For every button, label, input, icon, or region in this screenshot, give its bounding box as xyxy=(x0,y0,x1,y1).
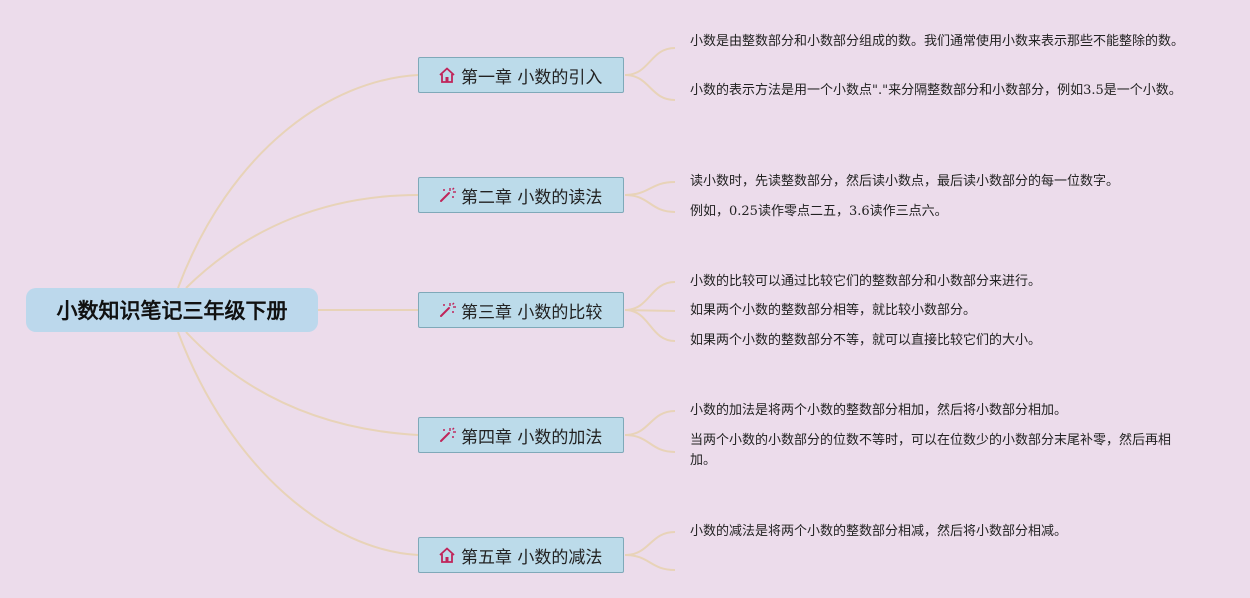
chapter-title: 第一章 小数的引入 xyxy=(461,67,603,88)
note-link xyxy=(624,531,676,556)
note-link xyxy=(624,554,676,571)
note-link xyxy=(624,281,676,311)
magic-wand-icon xyxy=(437,185,457,205)
note-link xyxy=(624,74,676,101)
note-text: 小数的表示方法是用一个小数点"."来分隔整数部分和小数部分，例如3.5是一个小数… xyxy=(690,83,1182,98)
note-text: 读小数时，先读整数部分，然后读小数点，最后读小数部分的每一位数字。 xyxy=(690,174,1120,189)
root-link-4 xyxy=(185,331,419,436)
chapter-3-node[interactable]: 第三章 小数的比较 xyxy=(418,292,624,328)
magic-wand-icon xyxy=(437,300,457,320)
chapter-1-node[interactable]: 第一章 小数的引入 xyxy=(418,57,624,93)
magic-wand-icon xyxy=(437,425,457,445)
chapter-title: 第四章 小数的加法 xyxy=(461,427,603,448)
chapter-5-node[interactable]: 第五章 小数的减法 xyxy=(418,537,624,573)
house-icon xyxy=(437,65,457,85)
chapter-title: 第二章 小数的读法 xyxy=(461,187,603,208)
chapter-title: 第五章 小数的减法 xyxy=(461,547,603,568)
house-icon xyxy=(437,545,457,565)
note-link xyxy=(624,309,676,342)
root-link-5 xyxy=(177,331,419,556)
note-text: 小数的加法是将两个小数的整数部分相加，然后将小数部分相加。 xyxy=(690,403,1068,418)
note-link xyxy=(624,47,676,76)
note-text: 小数的减法是将两个小数的整数部分相减，然后将小数部分相减。 xyxy=(690,524,1068,539)
chapter-4-node[interactable]: 第四章 小数的加法 xyxy=(418,417,624,453)
chapter-2-node[interactable]: 第二章 小数的读法 xyxy=(418,177,624,213)
note-link xyxy=(624,194,676,213)
note-text: 小数是由整数部分和小数部分组成的数。我们通常使用小数来表示那些不能整除的数。 xyxy=(690,34,1185,49)
root-link-2 xyxy=(185,194,419,289)
note-text: 当两个小数的小数部分的位数不等时，可以在位数少的小数部分末尾补零，然后再相加。 xyxy=(690,433,1172,468)
root-link-1 xyxy=(177,74,419,289)
root-topic[interactable]: 小数知识笔记三年级下册 xyxy=(26,288,318,332)
note-text: 如果两个小数的整数部分不等，就可以直接比较它们的大小。 xyxy=(690,333,1042,348)
note-text: 如果两个小数的整数部分相等，就比较小数部分。 xyxy=(690,303,977,318)
note-link xyxy=(624,309,676,312)
note-text: 例如，0.25读作零点二五，3.6读作三点六。 xyxy=(690,204,948,219)
chapter-title: 第三章 小数的比较 xyxy=(461,302,603,323)
note-link xyxy=(624,410,676,436)
note-text: 小数的比较可以通过比较它们的整数部分和小数部分来进行。 xyxy=(690,274,1042,289)
root-title: 小数知识笔记三年级下册 xyxy=(56,299,288,323)
note-link xyxy=(624,434,676,453)
note-link xyxy=(624,181,676,196)
